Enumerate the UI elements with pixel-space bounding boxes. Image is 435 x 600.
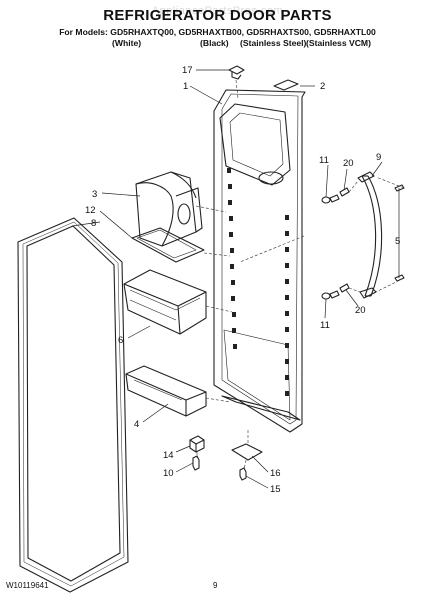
callout-9: 9 [376, 152, 381, 163]
callout-11-lower: 11 [320, 320, 330, 331]
watermark: AppliancePartsPros.com [151, 5, 284, 17]
door-handle [357, 171, 383, 299]
trim-cap [273, 79, 299, 91]
dairy-bin [131, 227, 205, 263]
callout-2: 2 [320, 81, 325, 92]
dairy-door [135, 171, 203, 247]
callout-10: 10 [163, 468, 174, 479]
callout-labels: 17 1 2 3 12 8 6 4 9 11 20 5 20 11 14 10 … [85, 65, 400, 495]
handle-screws [394, 184, 405, 282]
callout-11-upper: 11 [319, 155, 329, 166]
page-number: 9 [213, 581, 218, 590]
lower-door-bin [125, 365, 207, 417]
handle-mounting-hardware [321, 187, 350, 300]
callout-20-upper: 20 [343, 158, 354, 169]
door-liner [213, 89, 306, 433]
door-gasket [17, 217, 129, 593]
callout-15: 15 [270, 484, 281, 495]
callout-6: 6 [118, 335, 123, 346]
callout-5: 5 [395, 236, 400, 247]
callout-20-lower: 20 [355, 305, 366, 316]
callout-16: 16 [270, 468, 281, 479]
upper-door-bin [123, 269, 207, 335]
callout-4: 4 [134, 419, 139, 430]
variant-stainless-vcm: (Stainless VCM) [306, 38, 371, 48]
callout-12: 12 [85, 205, 96, 216]
callout-3: 3 [92, 189, 97, 200]
variant-stainless-steel: (Stainless Steel) [240, 38, 307, 48]
callout-17: 17 [182, 65, 193, 76]
callout-8: 8 [91, 218, 96, 229]
variant-black: (Black) [200, 38, 229, 48]
alignment-lines [195, 79, 405, 471]
door-closure [231, 443, 263, 481]
liner-shelf-slots [227, 168, 289, 396]
models-line: For Models: GD5RHAXTQ00, GD5RHAXTB00, GD… [59, 27, 376, 37]
document-number: W10119641 [6, 581, 49, 590]
page-title: REFRIGERATOR DOOR PARTS [103, 7, 332, 24]
hinge-bushing [189, 435, 205, 471]
callout-1: 1 [183, 81, 188, 92]
plug-button [228, 65, 245, 80]
variant-white: (White) [112, 38, 142, 48]
leader-lines [71, 69, 400, 489]
callout-14: 14 [163, 450, 174, 461]
